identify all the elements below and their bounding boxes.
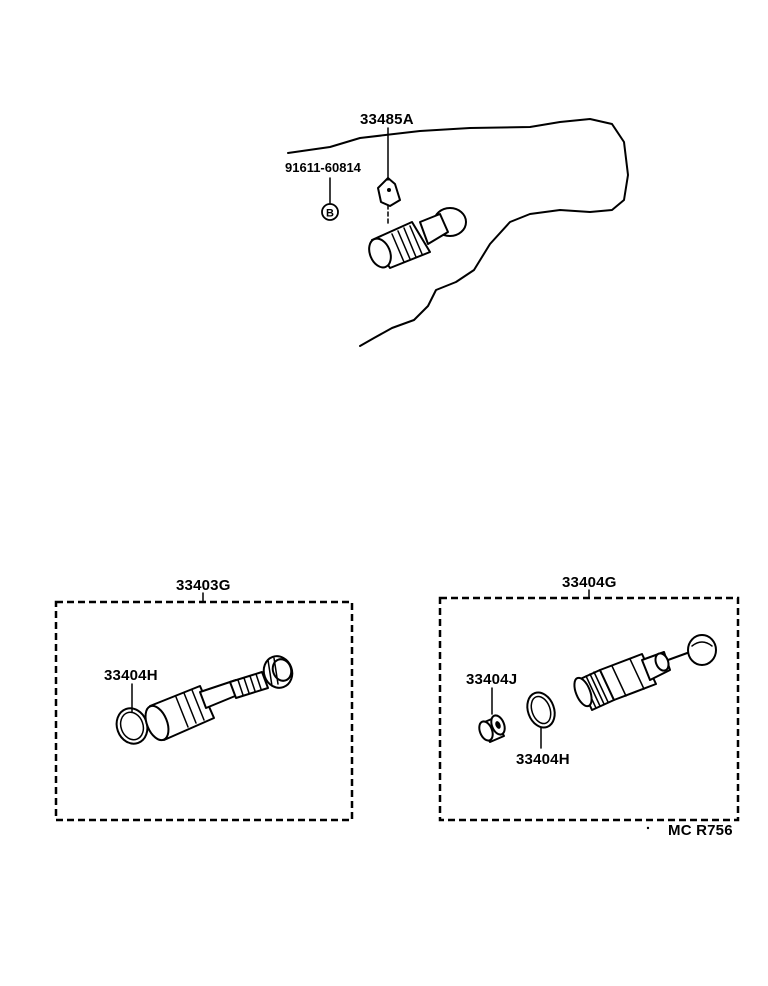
- kit-box-33403G: [54, 600, 354, 822]
- part-label-33485A: 33485A: [360, 111, 414, 128]
- kit-label-33403G: 33403G: [176, 577, 231, 594]
- speedometer-driven-gear-assembly: [368, 207, 467, 269]
- sleeve-part-33404J: [478, 714, 506, 743]
- speedometer-driven-gear-right: [573, 634, 717, 711]
- transmission-case-outline: [287, 118, 629, 347]
- svg-text:B: B: [326, 208, 334, 220]
- kit-label-33404G: 33404G: [562, 574, 617, 591]
- kit-box-33404G: [438, 596, 740, 822]
- part-label-33404J: 33404J: [466, 671, 517, 688]
- figure-code: MC R756: [668, 822, 733, 839]
- circle-b-marker: B: [321, 203, 339, 221]
- part-label-33404H-left: 33404H: [104, 667, 158, 684]
- stray-dot: [646, 826, 650, 830]
- lock-plate-part: [377, 177, 401, 225]
- part-label-33404H-right: 33404H: [516, 751, 570, 768]
- o-ring-right: [526, 691, 556, 729]
- part-label-91611-60814: 91611-60814: [285, 160, 362, 175]
- speedometer-driven-gear-left: [144, 655, 294, 742]
